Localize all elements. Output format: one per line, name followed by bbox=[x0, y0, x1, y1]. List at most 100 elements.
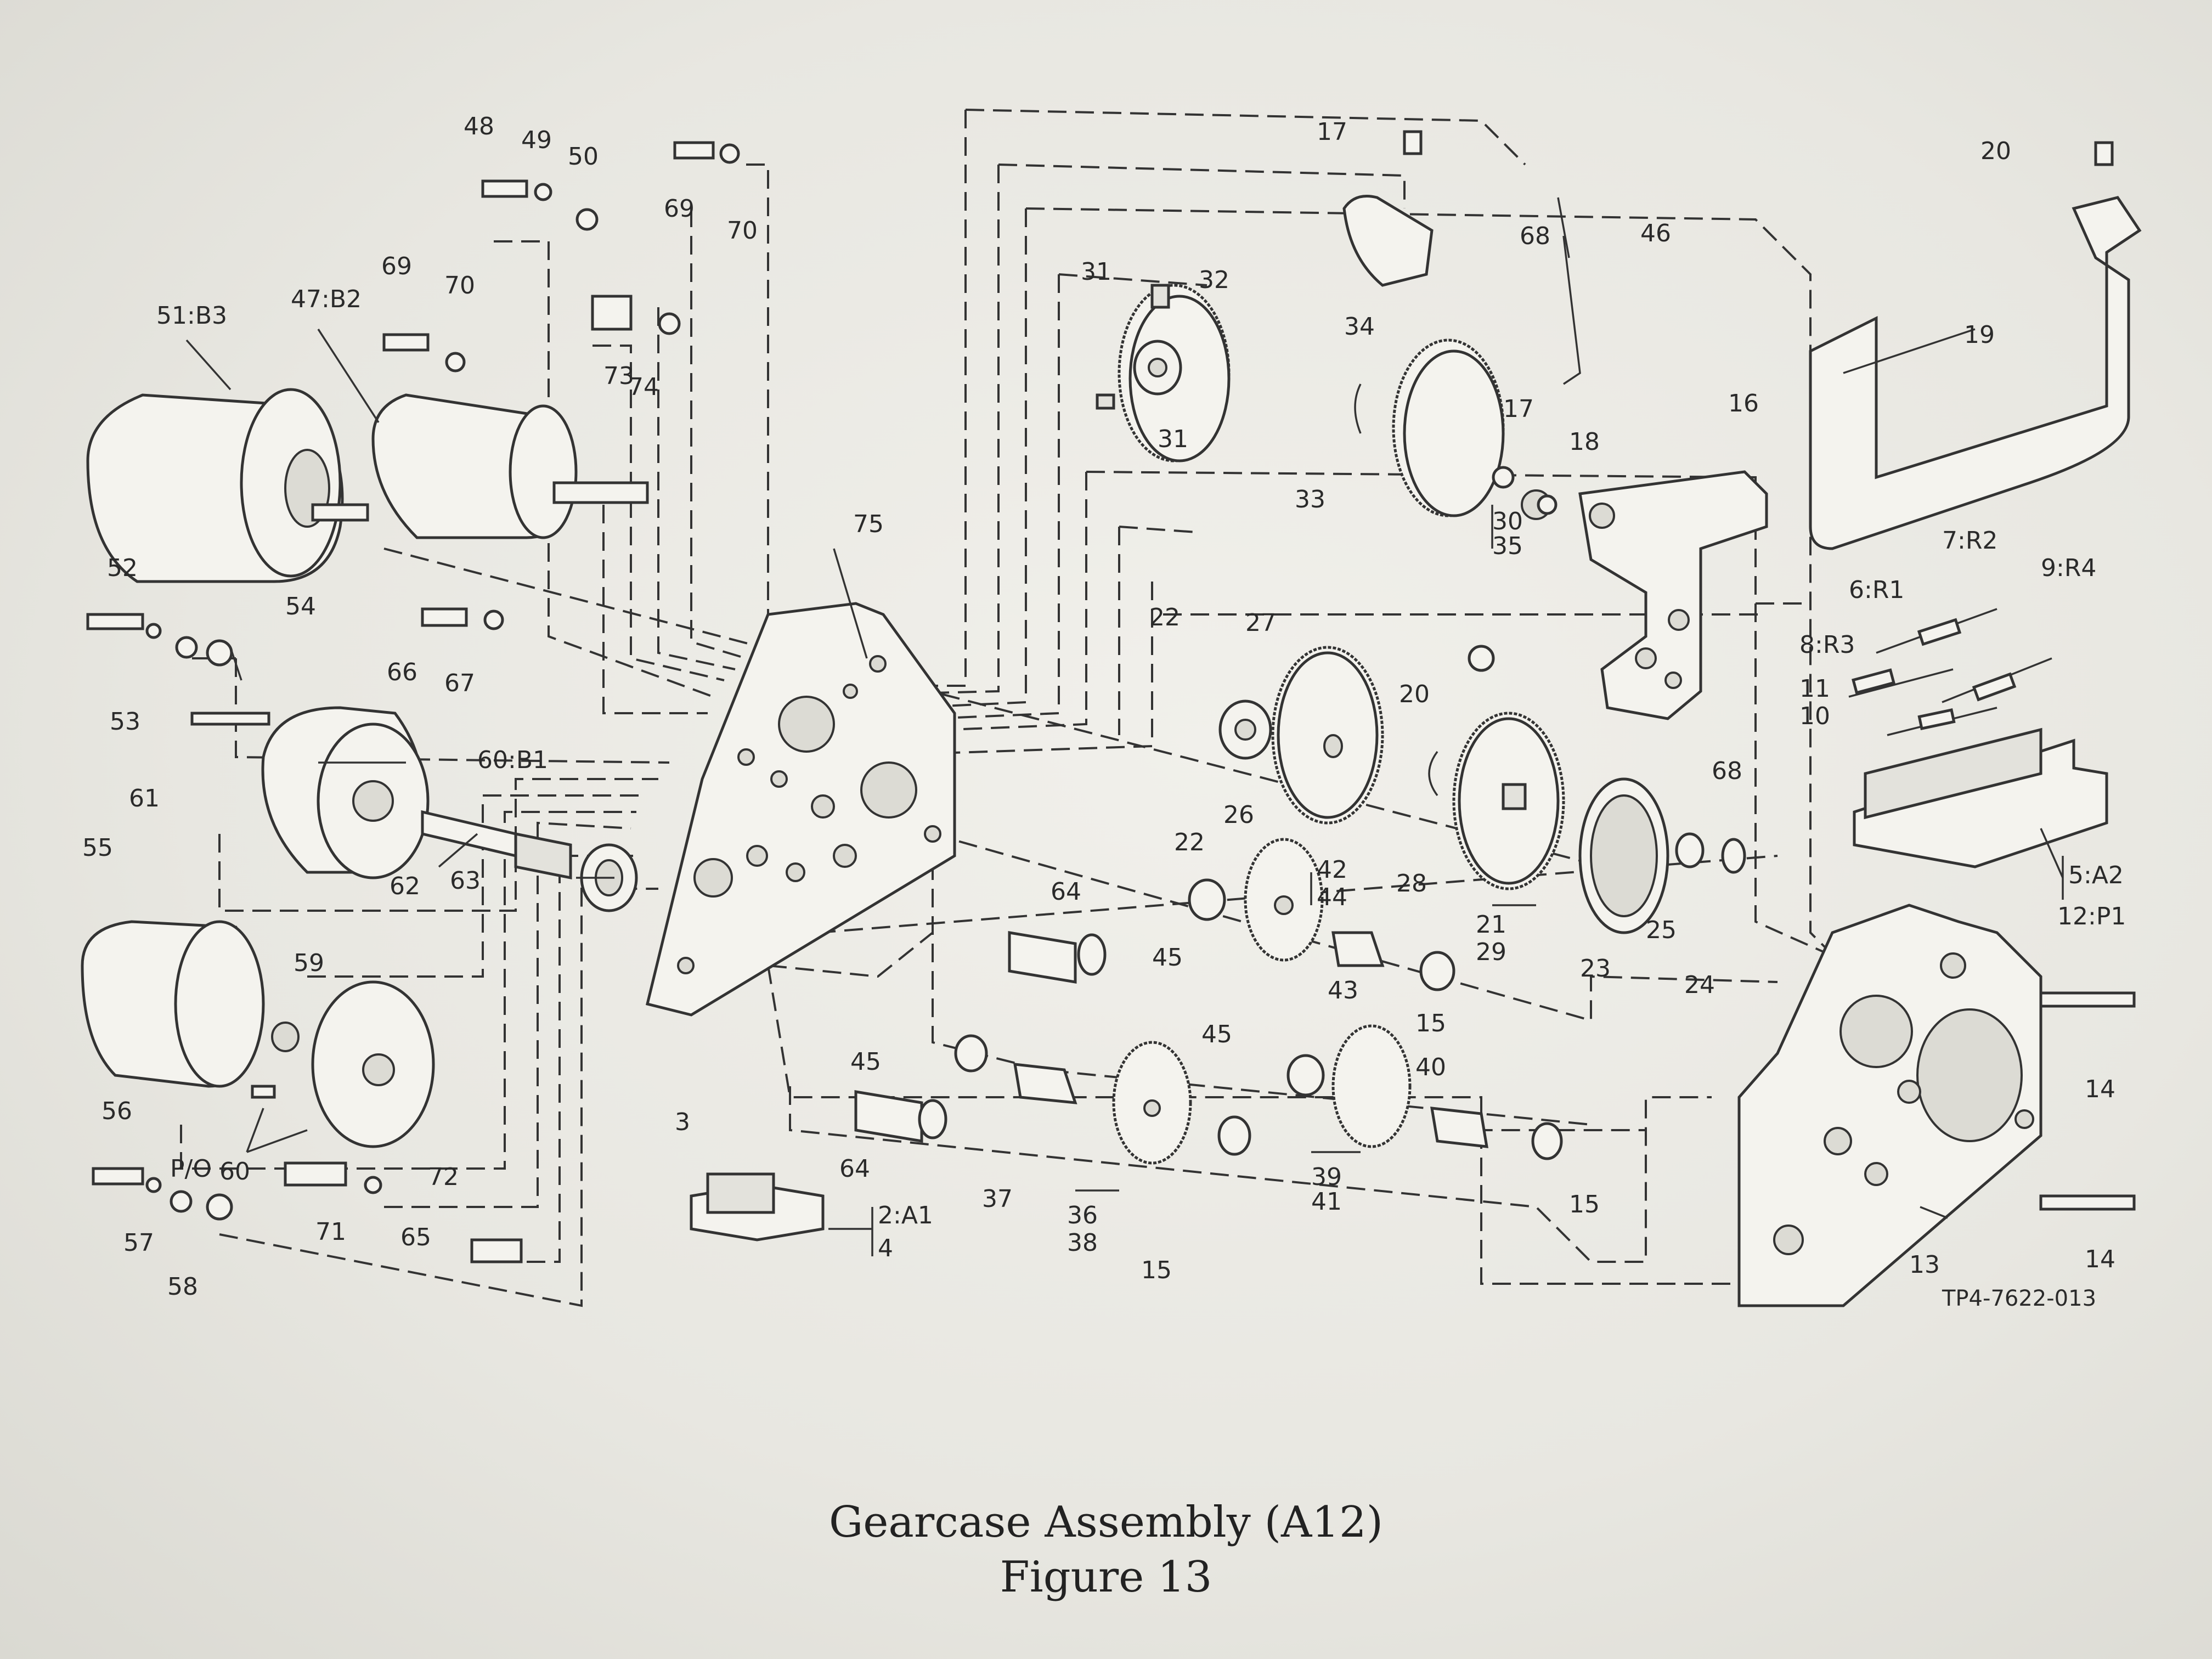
callout-c13: 13 bbox=[1909, 1251, 1940, 1279]
callout-c61: 61 bbox=[129, 785, 160, 812]
callout-c18: 18 bbox=[1569, 428, 1600, 456]
callout-c4: 4 bbox=[878, 1234, 893, 1262]
callout-leaders bbox=[185, 197, 2064, 1256]
callout-c44: 44 bbox=[1317, 883, 1347, 911]
callout-c2a1: 2:A1 bbox=[878, 1201, 933, 1229]
callout-c22a: 22 bbox=[1149, 603, 1180, 631]
front-plate-75 bbox=[645, 602, 956, 1017]
callout-c43: 43 bbox=[1328, 977, 1358, 1005]
callout-c32: 32 bbox=[1199, 266, 1229, 294]
callout-c65: 65 bbox=[400, 1223, 431, 1251]
callout-c35: 35 bbox=[1492, 532, 1523, 560]
callout-c21: 21 bbox=[1476, 911, 1506, 939]
middle-gear-train bbox=[1218, 470, 1768, 934]
callout-c39: 39 bbox=[1311, 1163, 1342, 1191]
callout-c66: 66 bbox=[387, 658, 417, 686]
callout-c31a: 31 bbox=[1081, 258, 1111, 286]
callout-c34: 34 bbox=[1344, 313, 1375, 341]
callout-c16: 16 bbox=[1728, 390, 1759, 417]
callout-c68b: 68 bbox=[1712, 757, 1742, 785]
callout-c63: 63 bbox=[450, 867, 481, 895]
callout-c29: 29 bbox=[1476, 938, 1506, 966]
callout-c45b: 45 bbox=[850, 1048, 881, 1076]
callout-c59: 59 bbox=[294, 949, 324, 977]
callout-c54: 54 bbox=[285, 592, 316, 620]
circuit-board-5-a2 bbox=[1853, 727, 2108, 868]
callout-c10: 10 bbox=[1799, 702, 1830, 730]
callout-c46: 46 bbox=[1640, 219, 1671, 247]
callout-c73: 73 bbox=[603, 362, 634, 390]
callout-c14a: 14 bbox=[2085, 1075, 2115, 1103]
callout-c7r2: 7:R2 bbox=[1942, 527, 1997, 555]
callout-c14b: 14 bbox=[2085, 1245, 2115, 1273]
callout-c25: 25 bbox=[1646, 916, 1677, 944]
callout-c64a: 64 bbox=[1051, 878, 1081, 906]
callout-c40: 40 bbox=[1415, 1053, 1446, 1081]
callout-c17b: 17 bbox=[1503, 395, 1534, 423]
callout-c50: 50 bbox=[568, 143, 599, 171]
hardware bbox=[86, 130, 2136, 1263]
callout-c60b1: 60:B1 bbox=[477, 746, 548, 774]
callout-c57: 57 bbox=[123, 1229, 154, 1257]
callout-c72: 72 bbox=[428, 1163, 459, 1191]
callout-c17a: 17 bbox=[1317, 118, 1347, 146]
callout-c70b: 70 bbox=[444, 272, 475, 300]
callout-c62: 62 bbox=[390, 872, 420, 900]
callout-c12p1: 12:P1 bbox=[2057, 902, 2126, 930]
callout-c27: 27 bbox=[1245, 609, 1276, 637]
callout-cpo: P/O bbox=[170, 1155, 212, 1183]
callout-c45c: 45 bbox=[1201, 1020, 1232, 1048]
motor-51-b3 bbox=[86, 388, 369, 583]
callout-c52: 52 bbox=[107, 554, 138, 582]
callout-c58: 58 bbox=[167, 1273, 198, 1301]
housing-55 bbox=[81, 920, 435, 1148]
callout-c45a: 45 bbox=[1152, 944, 1183, 972]
resistors bbox=[1848, 608, 2052, 736]
callout-c51: 51:B3 bbox=[156, 302, 227, 330]
drawing-number: TP4-7622-013 bbox=[1942, 1286, 2096, 1311]
figure-number: Figure 13 bbox=[1000, 1553, 1212, 1602]
figure-title: Gearcase Assembly (A12) bbox=[828, 1498, 1384, 1547]
callout-c15a: 15 bbox=[1415, 1009, 1446, 1037]
callout-c8r3: 8:R3 bbox=[1799, 631, 1855, 659]
bracket-19 bbox=[1809, 196, 2142, 550]
callout-c49: 49 bbox=[521, 126, 552, 154]
callout-c31b: 31 bbox=[1158, 425, 1188, 453]
callout-c3: 3 bbox=[675, 1108, 690, 1136]
callout-c20b: 20 bbox=[1399, 680, 1430, 708]
callout-c68a: 68 bbox=[1520, 222, 1550, 250]
callout-c48: 48 bbox=[464, 112, 494, 140]
callout-c41: 41 bbox=[1311, 1188, 1342, 1216]
callout-c38: 38 bbox=[1067, 1229, 1098, 1257]
rear-plate-13 bbox=[1737, 904, 2042, 1307]
callout-c64b: 64 bbox=[839, 1155, 870, 1183]
callout-c36: 36 bbox=[1067, 1201, 1098, 1229]
callout-c55: 55 bbox=[82, 834, 113, 862]
callout-c67: 67 bbox=[444, 669, 475, 697]
callout-c20a: 20 bbox=[1980, 137, 2011, 165]
motor-47-b2 bbox=[371, 393, 649, 539]
callout-c70a: 70 bbox=[727, 217, 758, 245]
callout-c11: 11 bbox=[1799, 675, 1830, 703]
callout-c23: 23 bbox=[1580, 955, 1611, 983]
upper-gear-train bbox=[1096, 195, 1581, 520]
callout-c53: 53 bbox=[110, 708, 140, 736]
callout-c47: 47:B2 bbox=[291, 285, 362, 313]
callout-c24: 24 bbox=[1684, 971, 1715, 999]
callout-c74: 74 bbox=[628, 373, 659, 401]
callout-c15c: 15 bbox=[1569, 1190, 1600, 1218]
callout-c71: 71 bbox=[315, 1218, 346, 1246]
lower-gear-train bbox=[854, 838, 1563, 1165]
callout-c42: 42 bbox=[1317, 856, 1347, 884]
callout-c5a2: 5:A2 bbox=[2068, 861, 2124, 889]
callout-c22b: 22 bbox=[1174, 828, 1205, 856]
callout-c37: 37 bbox=[982, 1185, 1013, 1213]
callout-c60: 60 bbox=[219, 1158, 250, 1186]
callout-c69a: 69 bbox=[664, 195, 695, 223]
callout-c33: 33 bbox=[1295, 486, 1325, 514]
callout-c6r1: 6:R1 bbox=[1849, 576, 1904, 604]
callout-c30: 30 bbox=[1492, 507, 1523, 535]
